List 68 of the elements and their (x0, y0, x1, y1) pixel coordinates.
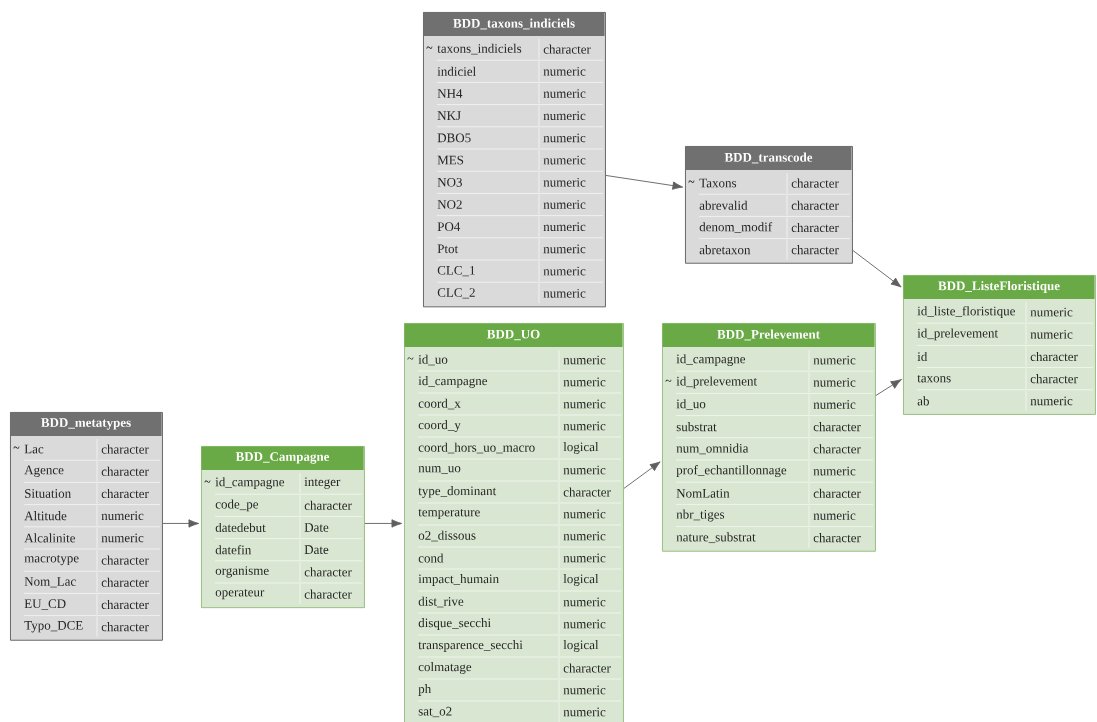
table-row: NomLatin character (675, 481, 874, 504)
table-row: DBO5 numeric (436, 126, 604, 149)
table-row: NO3 numeric (436, 170, 604, 193)
table-row: ~ id_uo numeric (407, 349, 606, 371)
table-row: operateur character (214, 582, 363, 605)
table-row: NKJ numeric (436, 104, 604, 127)
table-row: PO4 numeric (436, 215, 604, 238)
table-row: colmatage character (417, 656, 622, 679)
table-row: ph numeric (417, 678, 622, 701)
table-row: impact_humain logical (417, 568, 622, 591)
table-row: datedebut Date (214, 516, 363, 538)
table-row: transparence_secchi logical (417, 634, 622, 657)
arrow (875, 379, 902, 396)
table-row: ~ Lac character (13, 438, 149, 460)
table-row: coord_hors_uo_macro logical (417, 436, 622, 459)
table-row: num_omnidia character (675, 437, 874, 460)
table-row: disque_secchi numeric (417, 612, 622, 635)
table-row: id_liste_floristique numeric (917, 301, 1073, 323)
table-row: id character (916, 345, 1094, 367)
table-row: denom_modif character (698, 216, 851, 238)
table-row: abretaxon character (698, 238, 851, 261)
table-row: nature_substrat character (675, 526, 874, 549)
table-row: ~ Taxons character (688, 172, 839, 194)
table-row: EU_CD character (23, 593, 161, 615)
table-row: substrat character (675, 415, 874, 438)
table-row: ~ id_prelevement numeric (665, 370, 874, 393)
table-row: Situation character (23, 482, 161, 504)
table-row: datefin Date (214, 538, 363, 561)
table-row: taxons character (916, 367, 1094, 390)
arrow (364, 519, 403, 528)
table-row: id_campagne numeric (417, 370, 622, 393)
table-row: ~ taxons_indiciels character (426, 38, 591, 60)
table-row: ab numeric (916, 389, 1094, 412)
table-row: prof_echantillonnage numeric (675, 459, 874, 482)
table-row: id_prelevement numeric (916, 322, 1094, 345)
table-row: CLC_1 numeric (436, 259, 604, 282)
arrow (852, 250, 902, 288)
table-row: num_uo numeric (417, 458, 622, 481)
table-row: CLC_2 numeric (436, 281, 604, 304)
table-row: temperature numeric (417, 502, 622, 525)
table-row: code_pe character (214, 493, 363, 516)
table-row: coord_x numeric (417, 392, 622, 415)
table-row: nbr_tiges numeric (675, 504, 874, 526)
table-row: dist_rive numeric (417, 590, 622, 613)
table-row: type_dominant character (417, 480, 622, 503)
arrow (162, 519, 200, 528)
table-row: MES numeric (436, 148, 604, 171)
table-row: Typo_DCE character (23, 615, 161, 638)
table-row: id_uo numeric (675, 393, 874, 415)
table-row: organisme character (214, 560, 363, 583)
table-row: NO2 numeric (436, 193, 604, 215)
table-row: id_campagne numeric (676, 349, 856, 371)
table-row: abrevalid character (698, 193, 851, 216)
table-row: indiciel numeric (436, 59, 604, 82)
arrow (623, 461, 661, 489)
table-row: Agence character (23, 459, 161, 482)
table-row: Alcalinite numeric (23, 526, 161, 549)
table-row: macrotype character (23, 548, 161, 571)
arrow (605, 175, 684, 190)
table-row: sat_o2 numeric (417, 700, 622, 722)
table-row: Nom_Lac character (23, 570, 161, 593)
table-row: Altitude numeric (23, 504, 161, 527)
table-row: NH4 numeric (436, 82, 604, 104)
table-row: cond numeric (417, 546, 622, 569)
table-row: ~ id_campagne integer (204, 472, 341, 494)
table-row: coord_y numeric (417, 414, 622, 437)
table-row: o2_dissous numeric (417, 524, 622, 547)
table-row: Ptot numeric (436, 237, 604, 260)
